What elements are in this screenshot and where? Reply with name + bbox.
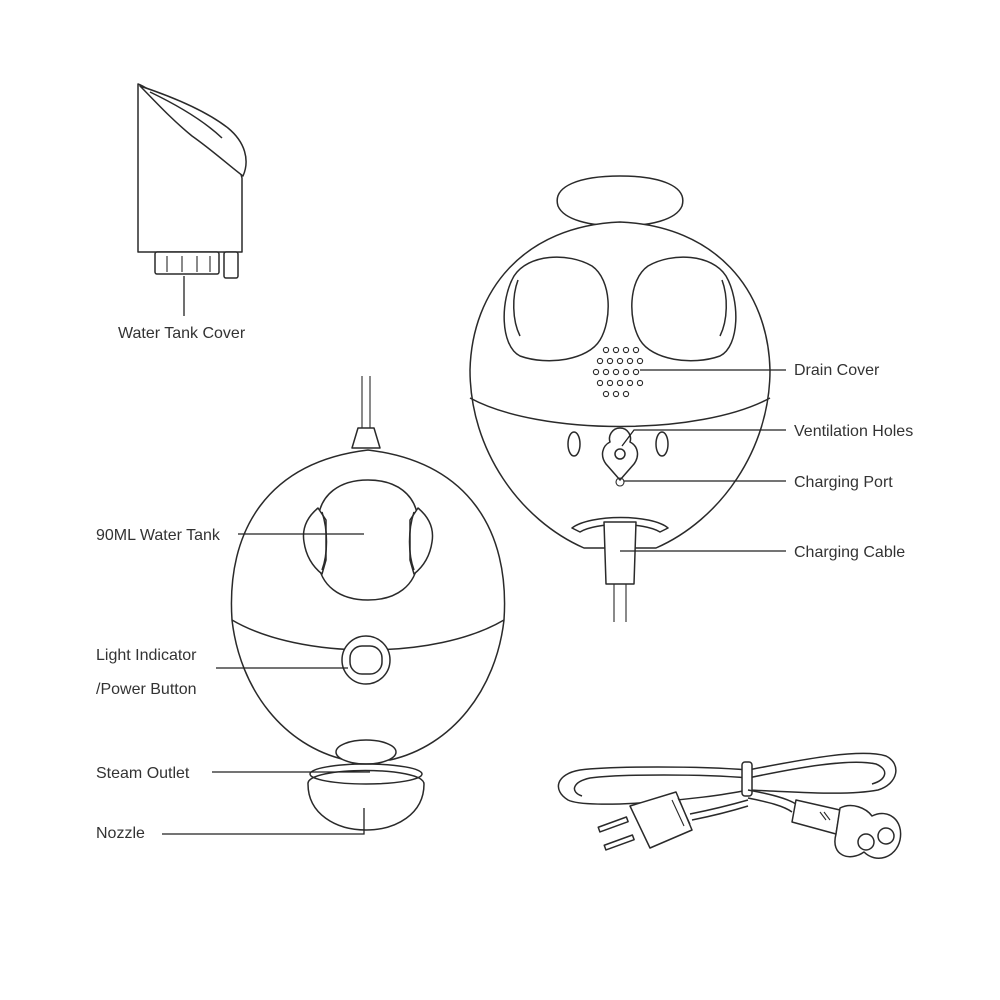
water-tank-cover-illustration: [137, 83, 247, 316]
front-view-illustration: [230, 376, 506, 831]
drain-cover-label: Drain Cover: [794, 362, 880, 379]
charging-cable-label: Charging Cable: [794, 544, 905, 561]
steam-outlet-label: Steam Outlet: [96, 765, 190, 782]
nozzle-label: Nozzle: [96, 825, 145, 842]
water-tank-label: 90ML Water Tank: [96, 527, 221, 544]
drain-cover-holes: [592, 346, 644, 398]
back-view-illustration: [469, 175, 771, 622]
ventilation-holes-label: Ventilation Holes: [794, 423, 913, 440]
power-cord-illustration: [557, 752, 902, 859]
power-button-label: /Power Button: [96, 681, 197, 698]
charging-port-label: Charging Port: [794, 474, 893, 491]
light-indicator-label: Light Indicator: [96, 647, 197, 664]
water-tank-cover-label: Water Tank Cover: [118, 325, 246, 342]
